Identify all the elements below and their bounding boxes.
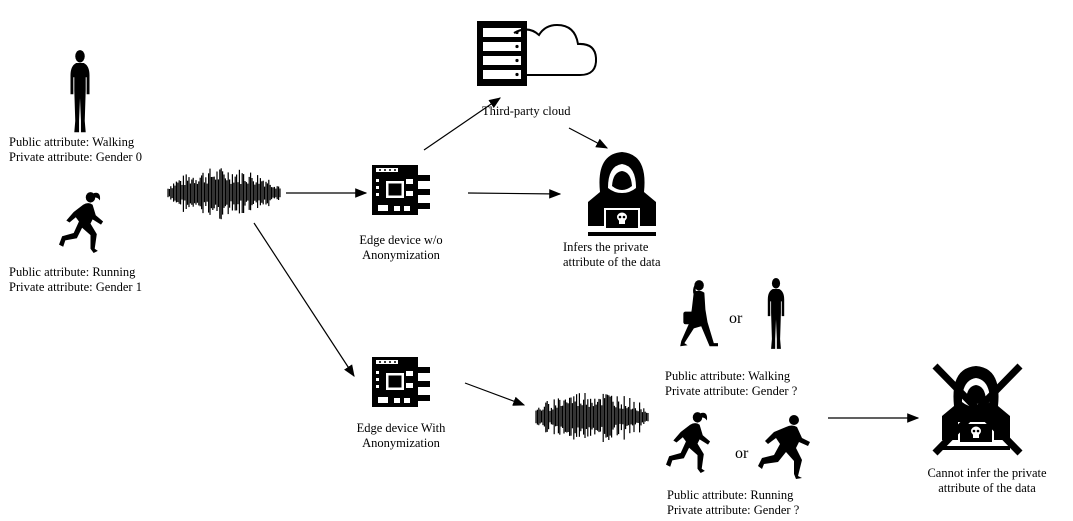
anon-running-public-label: Public attribute: Running [667, 488, 794, 502]
edge-with-label-line2: Anonymization [362, 436, 440, 450]
or-label-bottom: or [735, 445, 749, 462]
person-running-icon [59, 192, 104, 253]
arrow-edge-to-hacker [467, 189, 562, 199]
person-running-icon-2 [666, 412, 711, 473]
anon-walking-public-label: Public attribute: Walking [665, 369, 791, 383]
user-running-public-label: Public attribute: Running [9, 265, 136, 279]
arrow-edge-to-cloud [423, 97, 501, 151]
cannot-label-line1: Cannot infer the private [927, 466, 1047, 480]
edge-wo-label-line2: Anonymization [362, 248, 440, 262]
edge-wo-label-line1: Edge device w/o [359, 233, 443, 247]
edge-device-icon [372, 165, 430, 215]
infers-label-line2: attribute of the data [563, 255, 661, 269]
edge-with-label-line1: Edge device With [356, 421, 446, 435]
person-walking-woman-icon [680, 280, 718, 347]
arrow-signal-to-anon-edge [253, 222, 355, 378]
user-walking-public-label: Public attribute: Walking [9, 135, 135, 149]
person-running-man-icon [758, 415, 810, 479]
user-running-private-label: Private attribute: Gender 1 [9, 280, 142, 294]
cannot-label-line2: attribute of the data [938, 481, 1036, 495]
person-standing-icon [70, 50, 90, 133]
blocked-hacker-icon [932, 363, 1023, 456]
sensor-waveform-icon [167, 168, 281, 220]
anon-running-private-label: Private attribute: Gender ? [667, 503, 800, 517]
anonymized-waveform-icon [535, 393, 649, 442]
cloud-icon [513, 23, 598, 76]
hacker-icon [588, 152, 656, 236]
anon-walking-private-label: Private attribute: Gender ? [665, 384, 798, 398]
edge-device-anon-icon [372, 357, 430, 407]
user-walking-private-label: Private attribute: Gender 0 [9, 150, 142, 164]
or-label-top: or [729, 310, 743, 327]
arrow-anon-edge-to-signal [464, 382, 526, 406]
cloud-label: Third-party cloud [482, 104, 571, 118]
person-standing-icon-2 [767, 277, 785, 349]
arrow-cloud-to-hacker [568, 127, 609, 149]
infers-label-line1: Infers the private [563, 240, 649, 254]
server-icon [477, 21, 527, 86]
